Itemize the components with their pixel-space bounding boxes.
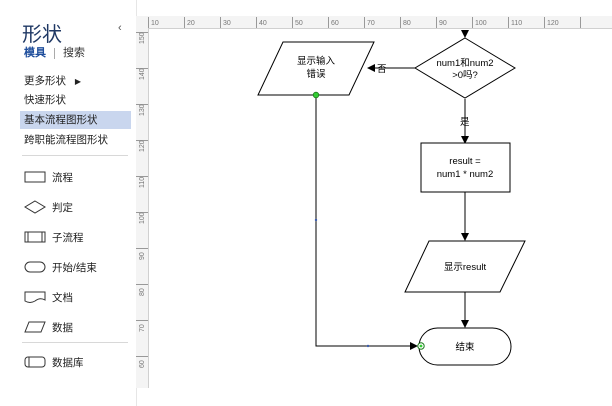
decision-text-line2: >0吗? [452,70,478,81]
ruler-label: 40 [259,20,267,27]
database-shape-icon [24,356,46,368]
ruler-label: 90 [139,252,146,260]
panel-tabs: 模具 搜索 [24,44,85,60]
connector-midpoint-handle[interactable] [314,218,318,222]
ruler-label: 110 [511,20,522,27]
ruler-label: 90 [439,20,447,27]
shape-label: 判定 [52,201,73,214]
more-shapes-label: 更多形状 [24,75,66,87]
ruler-label: 80 [403,20,411,27]
horizontal-ruler-ticks: 10 20 30 40 50 60 70 80 90 100 110 120 [148,17,581,28]
ruler-label: 10 [151,20,159,27]
shape-terminator[interactable]: 开始/结束 [24,256,97,278]
result-output-text: 显示result [444,262,487,273]
tab-search[interactable]: 搜索 [63,47,85,59]
ruler-corner [136,16,148,28]
ruler-label: 20 [187,20,195,27]
no-label: 否 [377,64,387,75]
calc-process-shape[interactable] [420,142,511,193]
tab-stencils[interactable]: 模具 [24,47,46,59]
ruler-label: 140 [139,68,146,80]
process-shape-icon [24,171,46,183]
stencil-quick-shapes[interactable]: 快速形状 [24,94,66,106]
ruler-label: 130 [139,104,146,116]
panel-title: 形状 [22,24,62,46]
shape-process[interactable]: 流程 [24,166,73,188]
ruler-label: 100 [139,212,146,224]
shape-label: 文档 [52,291,73,304]
flowchart: num1和num2 >0吗? 否 是 显示输入 错误 result = num1… [257,30,526,366]
end-text: 结束 [455,341,475,353]
panel-divider [22,342,128,343]
data-shape-icon [24,321,46,333]
shape-label: 数据库 [52,356,84,369]
ruler-label: 80 [139,288,146,296]
submenu-arrow-icon: ▶ [74,77,82,86]
panel-divider [22,155,128,156]
stencil-basic-flowchart[interactable]: 基本流程图形状 [20,111,131,129]
decision-shape[interactable] [414,37,516,99]
more-shapes-menu[interactable]: 更多形状 ▶ [24,72,81,90]
error-output-text-line1: 显示输入 [297,55,336,67]
ruler-label: 50 [295,20,303,27]
shape-label: 数据 [52,321,73,334]
ruler-label: 30 [223,20,231,27]
document-shape-icon [24,291,46,303]
shape-data[interactable]: 数据 [24,316,73,338]
ruler-label: 120 [547,20,559,27]
shape-database[interactable]: 数据库 [24,351,84,373]
decision-shape-icon [24,200,46,214]
tab-divider [54,47,55,59]
connection-point-handle[interactable] [312,91,320,99]
vertical-ruler-ticks: 150 140 130 120 110 100 90 80 70 60 [136,32,148,368]
calc-text-line1: result = [449,156,481,167]
error-output-shape[interactable] [257,41,375,96]
horizontal-ruler: 10 20 30 40 50 60 70 80 90 100 110 120 [148,16,612,29]
shape-label: 流程 [52,171,73,184]
shape-label: 子流程 [52,231,84,244]
vertical-ruler: 150 140 130 120 110 100 90 80 70 60 [136,28,149,388]
error-to-end-connector[interactable] [315,95,418,350]
drawing-canvas[interactable]: num1和num2 >0吗? 否 是 显示输入 错误 result = num1… [149,29,612,389]
calc-text-line2: num1 * num2 [437,169,494,180]
stencil-cross-functional[interactable]: 跨职能流程图形状 [24,134,108,146]
shape-document[interactable]: 文档 [24,286,73,308]
result-output-shape[interactable] [404,240,526,293]
ruler-label: 70 [139,324,146,332]
shape-decision[interactable]: 判定 [24,196,73,218]
error-output-text-line2: 错误 [306,68,326,80]
shape-label: 开始/结束 [52,261,97,274]
subprocess-shape-icon [24,231,46,243]
yes-label: 是 [460,117,470,128]
ruler-label: 60 [331,20,339,27]
ruler-label: 110 [139,177,146,188]
ruler-label: 150 [139,32,146,44]
shape-subprocess[interactable]: 子流程 [24,226,84,248]
ruler-label: 70 [367,20,375,27]
ruler-label: 120 [139,140,146,152]
ruler-label: 100 [475,20,487,27]
shapes-panel: 形状 ‹ 模具 搜索 更多形状 ▶ 快速形状 基本流程图形状 跨职能流程图形状 流… [0,0,132,406]
connector-midpoint-handle[interactable] [366,344,370,348]
connection-point-handle-inner [419,344,423,348]
ruler-label: 60 [139,360,146,368]
decision-text-line1: num1和num2 [436,58,493,69]
terminator-shape-icon [24,261,46,273]
collapse-panel-icon[interactable]: ‹ [118,22,122,34]
